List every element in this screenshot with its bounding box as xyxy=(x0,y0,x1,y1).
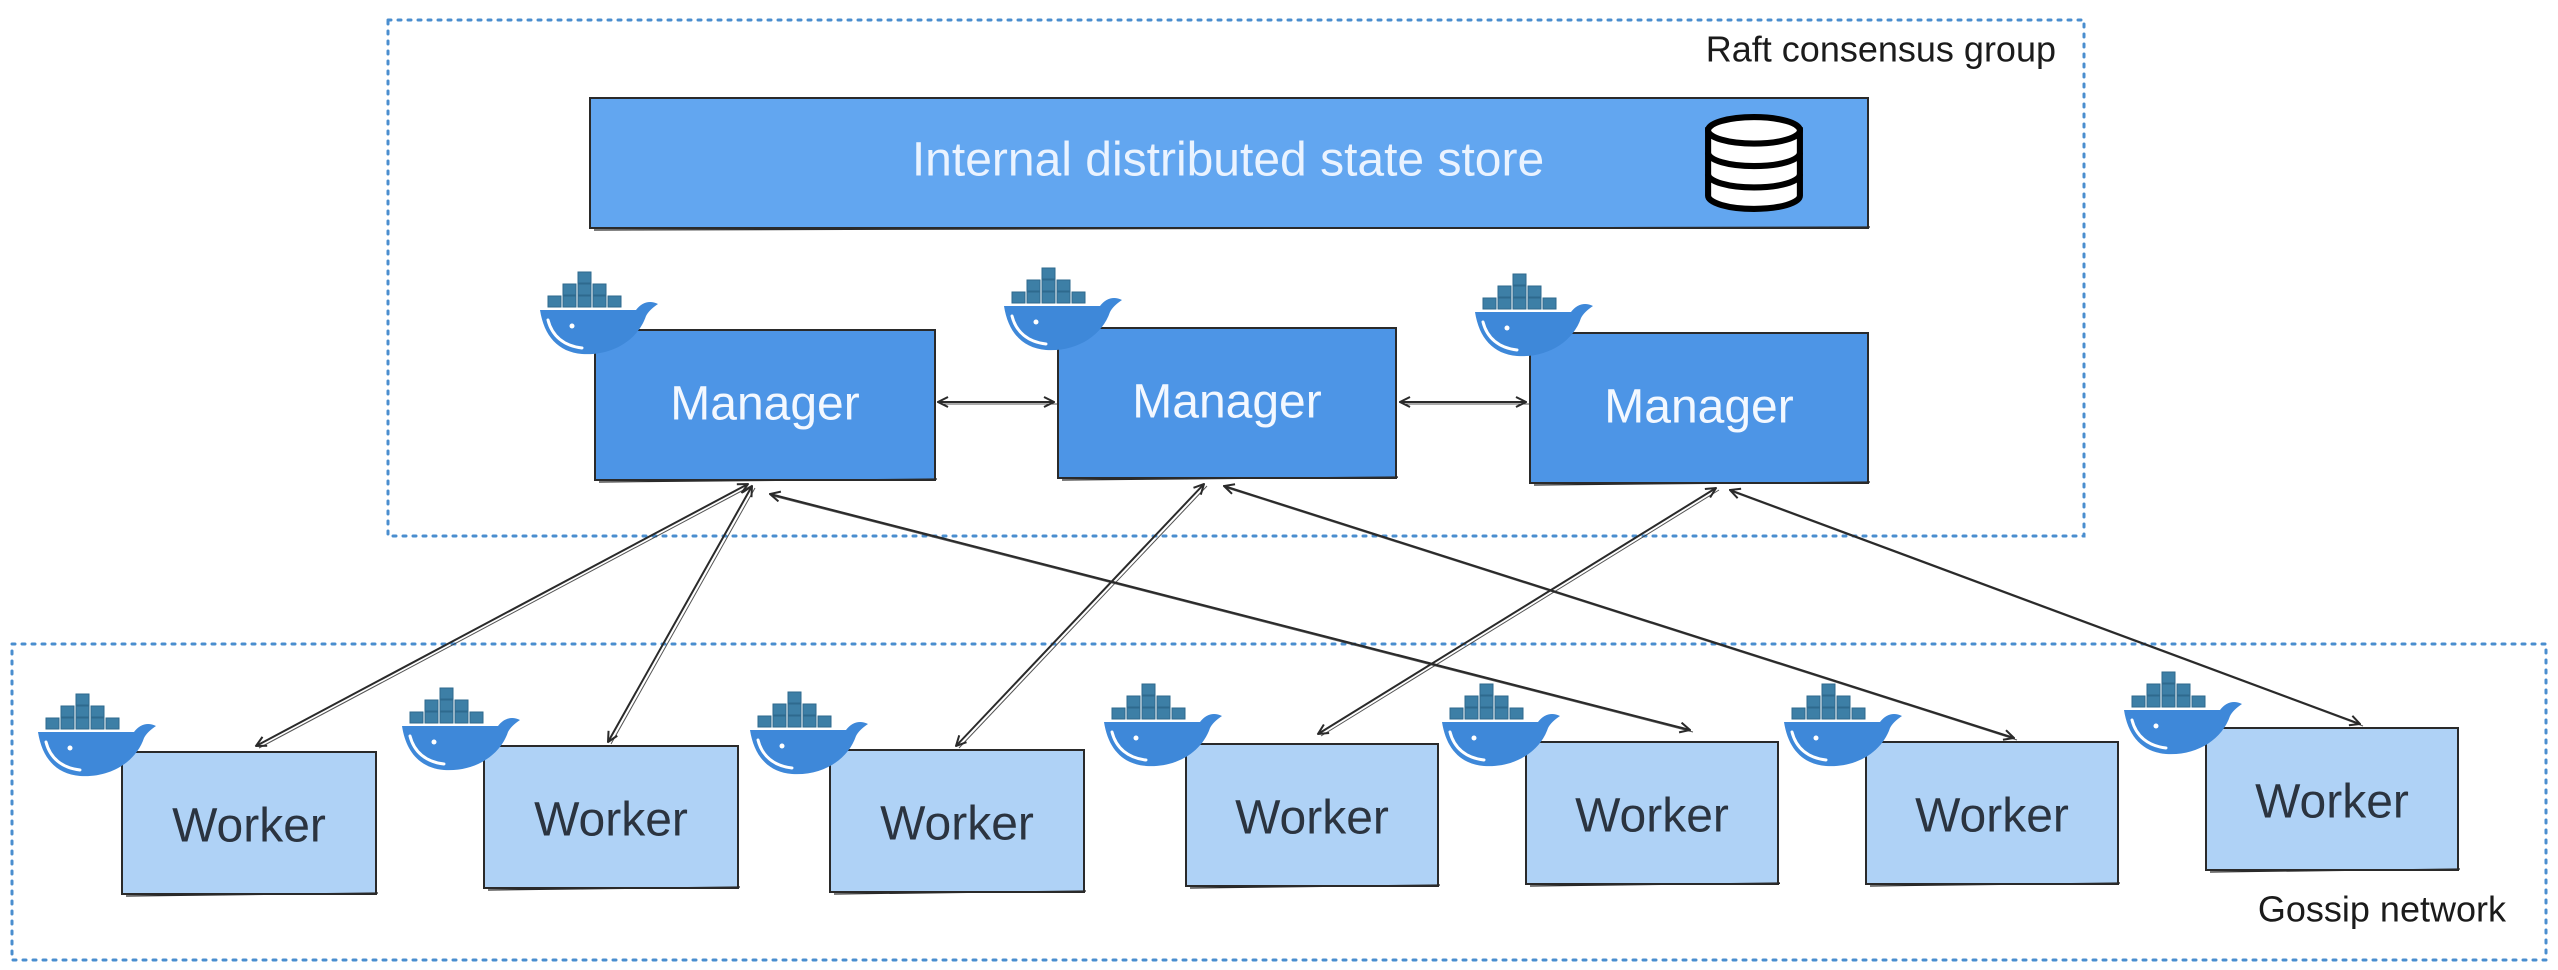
worker-node-4: Worker xyxy=(1102,682,1441,889)
arrow-manager2-manager3 xyxy=(1400,402,1529,404)
worker-node-7: Worker xyxy=(2122,670,2461,873)
database-icon xyxy=(1708,117,1800,209)
worker-label: Worker xyxy=(534,794,688,847)
state-store-box: Internal distributed state store xyxy=(589,97,1871,231)
arrow-manager1-worker1 xyxy=(256,484,752,749)
worker-node-1: Worker xyxy=(36,692,379,897)
manager-node-2: Manager xyxy=(1002,266,1399,481)
worker-label: Worker xyxy=(1915,790,2069,843)
connection-arrows xyxy=(256,402,2364,749)
worker-node-5: Worker xyxy=(1440,682,1781,887)
manager-node-3: Manager xyxy=(1473,272,1871,486)
worker-node-6: Worker xyxy=(1782,682,2121,887)
state-store-label: Internal distributed state store xyxy=(912,134,1544,187)
worker-node-2: Worker xyxy=(400,686,741,891)
arrow-manager3-worker4 xyxy=(1318,488,1720,737)
arrow-manager2-worker6 xyxy=(1224,486,2018,740)
manager-label: Manager xyxy=(670,378,859,431)
worker-label: Worker xyxy=(172,800,326,853)
manager-label: Manager xyxy=(1604,381,1793,434)
gossip-network-group: Gossip network xyxy=(10,642,2548,962)
worker-label: Worker xyxy=(1235,792,1389,845)
manager-label: Manager xyxy=(1132,376,1321,429)
worker-label: Worker xyxy=(2255,776,2409,829)
manager-node-1: Manager xyxy=(538,270,938,483)
worker-label: Worker xyxy=(1575,790,1729,843)
arrow-manager2-worker3 xyxy=(956,484,1208,749)
raft-group-label: Raft consensus group xyxy=(1706,29,2056,70)
gossip-group-label: Gossip network xyxy=(2258,889,2507,930)
arrow-manager3-worker7 xyxy=(1730,490,2364,727)
arrow-manager1-worker2 xyxy=(608,486,756,745)
worker-label: Worker xyxy=(880,798,1034,851)
arrow-manager1-manager2 xyxy=(938,402,1057,404)
worker-node-3: Worker xyxy=(748,690,1087,895)
arrow-manager1-worker5 xyxy=(770,494,1694,732)
